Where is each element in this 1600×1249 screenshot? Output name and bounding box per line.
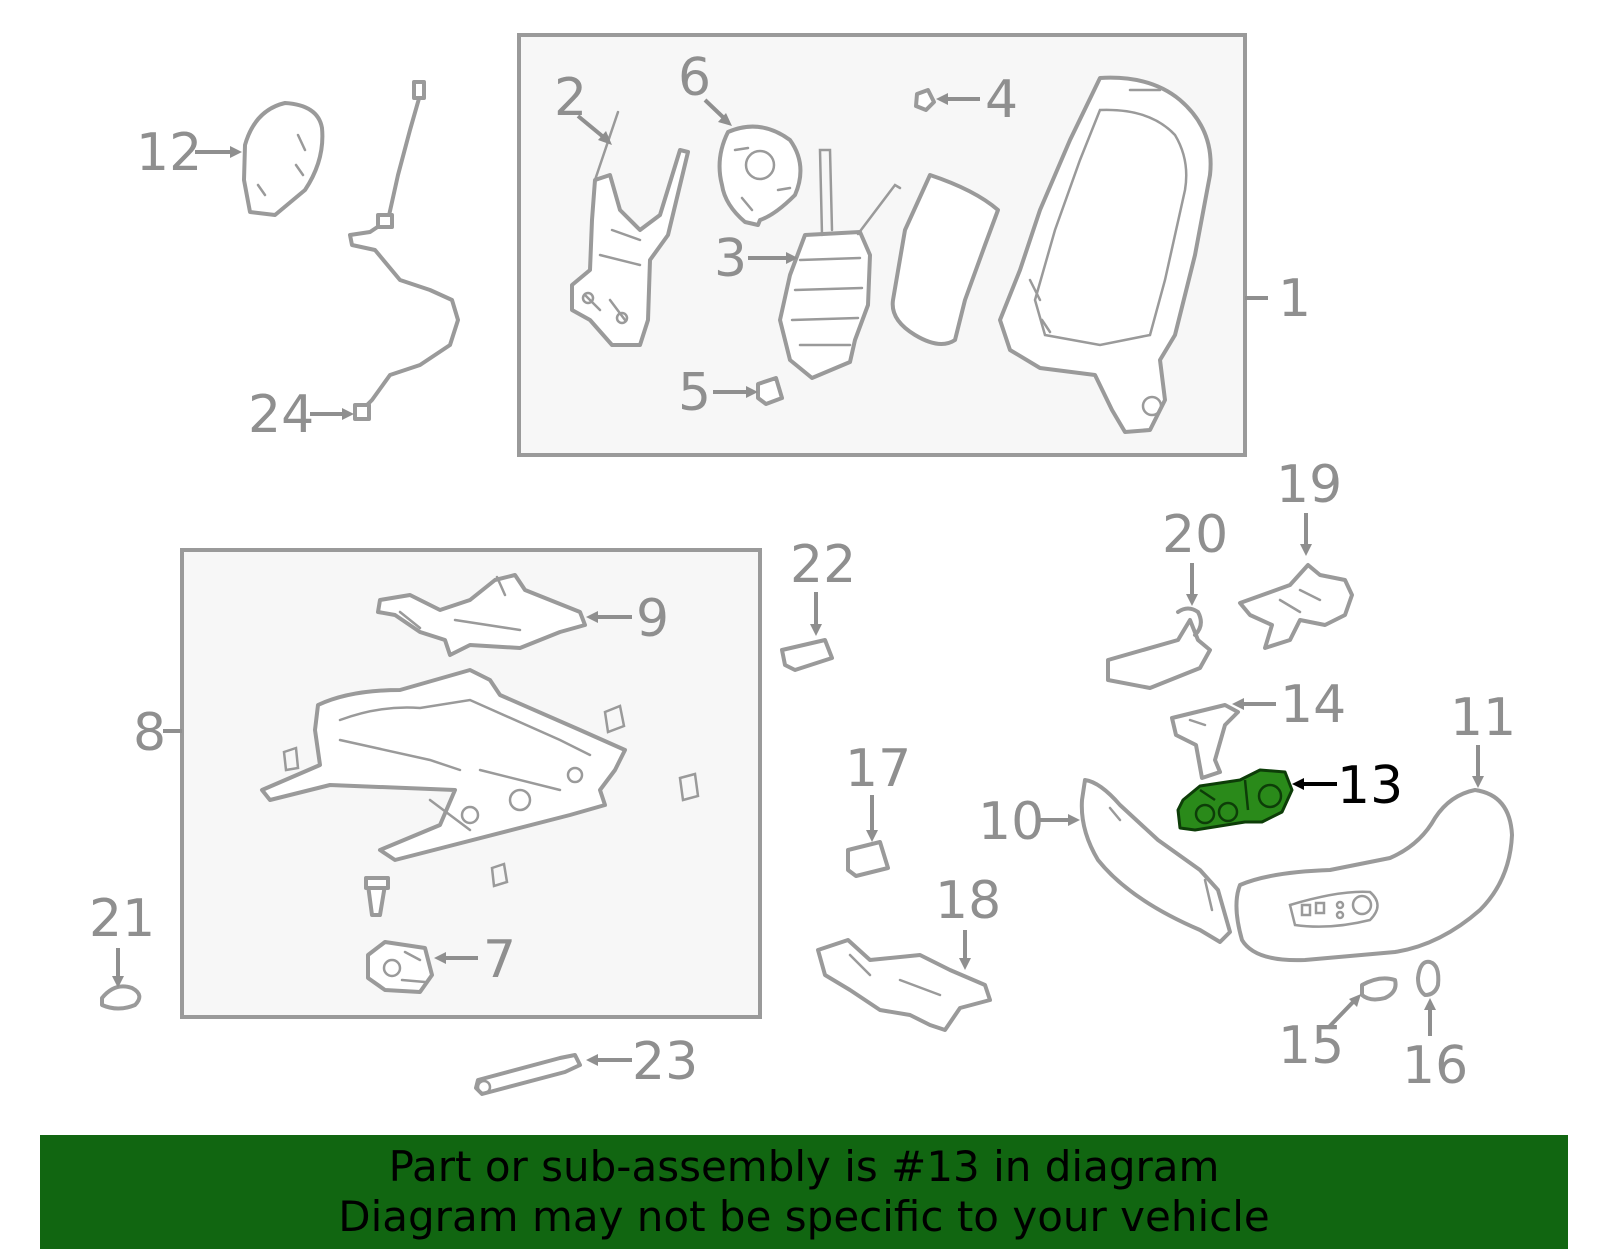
callout-6[interactable]: 6	[678, 48, 711, 108]
part-13-switch-highlighted[interactable]	[1176, 768, 1294, 832]
part-19-bracket[interactable]	[1238, 563, 1354, 650]
part-24-wire-harness[interactable]	[348, 80, 460, 421]
callout-18[interactable]: 18	[935, 871, 1001, 931]
part-16-knob[interactable]	[1416, 959, 1441, 997]
info-banner: Part or sub-assembly is #13 in diagram D…	[40, 1135, 1568, 1249]
bracket-c	[678, 772, 700, 802]
callout-21[interactable]: 21	[89, 889, 155, 949]
callout-15[interactable]: 15	[1278, 1016, 1344, 1076]
part-21-nut[interactable]	[100, 984, 142, 1011]
callout-20[interactable]: 20	[1162, 505, 1228, 565]
part-3-lumbar-frame[interactable]	[778, 148, 902, 380]
callout-14[interactable]: 14	[1280, 675, 1346, 735]
part-9-upper-frame[interactable]	[376, 573, 587, 657]
callout-3[interactable]: 3	[714, 229, 747, 289]
part-14-bracket[interactable]	[1170, 703, 1240, 780]
part-6-motor[interactable]	[717, 124, 803, 227]
bracket-a	[282, 746, 300, 772]
seatback-pad	[890, 173, 1000, 346]
callout-23[interactable]: 23	[632, 1032, 698, 1092]
bracket-b	[603, 704, 626, 734]
part-2-side-bracket[interactable]	[570, 110, 690, 347]
part-22-cover[interactable]	[780, 638, 834, 672]
callout-12[interactable]: 12	[136, 123, 202, 183]
banner-line-1: Part or sub-assembly is #13 in diagram	[388, 1142, 1220, 1191]
callout-24[interactable]: 24	[248, 385, 314, 445]
banner-line-2: Diagram may not be specific to your vehi…	[338, 1192, 1270, 1241]
part-11-shield[interactable]	[1234, 788, 1514, 963]
part-18-bracket[interactable]	[816, 938, 992, 1032]
part-23-rod[interactable]	[474, 1053, 582, 1096]
callout-22[interactable]: 22	[790, 535, 856, 595]
callout-5[interactable]: 5	[678, 363, 711, 423]
part-20-lever[interactable]	[1106, 606, 1212, 690]
part-12-headrest-cover[interactable]	[242, 101, 325, 217]
part-10-side-trim[interactable]	[1079, 778, 1232, 944]
callout-1[interactable]: 1	[1278, 269, 1311, 329]
callout-16[interactable]: 16	[1402, 1036, 1468, 1096]
callout-4[interactable]: 4	[985, 70, 1018, 130]
part-5-block[interactable]	[756, 376, 784, 406]
callout-17[interactable]: 17	[845, 739, 911, 799]
callout-19[interactable]: 19	[1276, 455, 1342, 515]
part-17-box[interactable]	[846, 840, 890, 878]
callout-11[interactable]: 11	[1450, 688, 1516, 748]
callout-9[interactable]: 9	[636, 589, 669, 649]
part-4-clip[interactable]	[914, 88, 936, 112]
callout-8[interactable]: 8	[133, 703, 166, 763]
callout-7[interactable]: 7	[483, 930, 516, 990]
bracket-d	[490, 862, 509, 888]
part-15-knob[interactable]	[1360, 976, 1398, 1002]
callout-10[interactable]: 10	[978, 792, 1044, 852]
part-7-motor[interactable]	[366, 940, 434, 994]
seat-track-frame	[260, 668, 627, 917]
callout-13[interactable]: 13	[1337, 756, 1403, 816]
callout-2[interactable]: 2	[554, 68, 587, 128]
seatback-frame	[998, 75, 1213, 434]
